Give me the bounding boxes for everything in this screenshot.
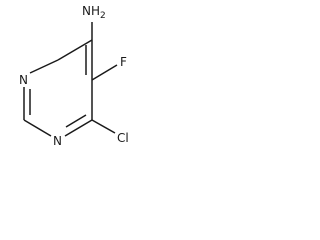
bond-c6-chlorine [91, 119, 116, 134]
amine-symbol: NH [82, 4, 100, 18]
pyrimidine-structure-drawing: NH2 F Cl N N [19, 4, 129, 148]
fluorine-label: F [120, 55, 127, 69]
bond-c4a-c4 [57, 39, 93, 61]
amine-label: NH2 [82, 4, 106, 21]
ring-nitrogen-1-label: N [53, 134, 62, 148]
bond-n3-c4a [29, 59, 59, 74]
amine-subscript: 2 [100, 11, 106, 21]
chlorine-label: Cl [117, 131, 129, 145]
bond-c6-n1-double [65, 114, 87, 128]
bond-c6-n1 [64, 119, 93, 137]
bond-c5-fluorine [91, 64, 118, 81]
bond-n1-c2 [23, 119, 52, 137]
structure-canvas: NH2 F Cl N N [0, 0, 144, 162]
ring-nitrogen-3-label: N [19, 73, 28, 87]
